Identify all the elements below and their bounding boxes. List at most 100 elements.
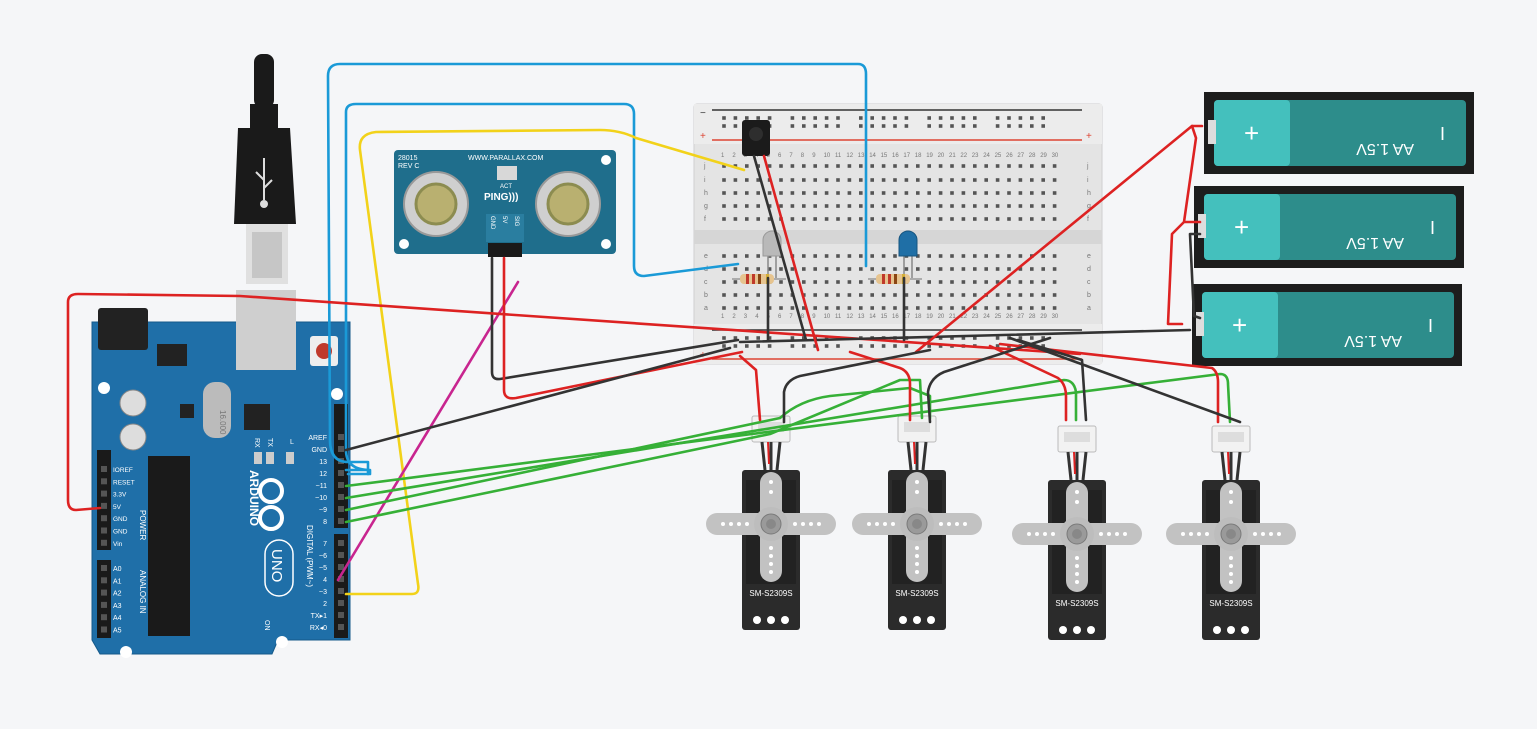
usb-icon[interactable] <box>234 54 296 284</box>
rail-hole[interactable] <box>1030 336 1034 340</box>
breadboard-hole[interactable] <box>1052 164 1057 168</box>
breadboard-hole[interactable] <box>984 191 988 195</box>
breadboard-hole[interactable] <box>745 191 749 195</box>
breadboard-hole[interactable] <box>881 191 886 195</box>
breadboard-hole[interactable] <box>870 191 874 195</box>
rail-hole[interactable] <box>870 116 874 120</box>
breadboard-hole[interactable] <box>1052 217 1057 221</box>
breadboard-hole[interactable] <box>916 267 920 271</box>
breadboard-hole[interactable] <box>1018 178 1023 182</box>
header-pin[interactable] <box>101 601 107 608</box>
breadboard-hole[interactable] <box>927 293 931 297</box>
rail-hole[interactable] <box>961 124 966 128</box>
led-blue[interactable] <box>898 230 918 278</box>
rail-hole[interactable] <box>904 344 909 348</box>
breadboard-hole[interactable] <box>813 280 817 284</box>
breadboard-hole[interactable] <box>916 306 920 310</box>
rail-hole[interactable] <box>745 344 749 348</box>
breadboard-hole[interactable] <box>745 178 749 182</box>
breadboard-hole[interactable] <box>824 178 829 182</box>
breadboard-hole[interactable] <box>881 254 886 258</box>
rail-hole[interactable] <box>859 124 863 128</box>
rail-hole[interactable] <box>802 336 806 340</box>
resistor-2[interactable] <box>868 274 922 284</box>
breadboard-hole[interactable] <box>1052 191 1057 195</box>
rail-hole[interactable] <box>824 124 829 128</box>
breadboard-hole[interactable] <box>1052 267 1057 271</box>
breadboard-hole[interactable] <box>1030 191 1034 195</box>
breadboard-hole[interactable] <box>756 204 760 208</box>
header-pin[interactable] <box>101 490 107 497</box>
breadboard-hole[interactable] <box>733 204 738 208</box>
breadboard-hole[interactable] <box>813 164 817 168</box>
rail-hole[interactable] <box>722 116 726 120</box>
rail-hole[interactable] <box>995 124 1000 128</box>
breadboard-hole[interactable] <box>802 267 806 271</box>
rail-hole[interactable] <box>1041 116 1045 120</box>
ping-ultrasonic-sensor[interactable]: 28015 REV C WWW.PARALLAX.COM PING))) ACT… <box>394 150 616 257</box>
breadboard-hole[interactable] <box>733 178 738 182</box>
header-pin[interactable] <box>101 466 107 472</box>
header-pin[interactable] <box>338 588 344 594</box>
breadboard-hole[interactable] <box>984 178 988 182</box>
breadboard-hole[interactable] <box>1007 254 1011 258</box>
breadboard-hole[interactable] <box>1018 254 1023 258</box>
breadboard-hole[interactable] <box>824 254 829 258</box>
wires[interactable] <box>66 62 1242 596</box>
breadboard-hole[interactable] <box>938 191 943 195</box>
rail-hole[interactable] <box>950 336 954 340</box>
breadboard-hole[interactable] <box>790 164 795 168</box>
breadboard-hole[interactable] <box>745 306 749 310</box>
arduino-uno-board[interactable]: 16.000 ARDUINO UNO DIGITAL (PWM~) POWER … <box>91 290 351 658</box>
rail-hole[interactable] <box>973 116 977 120</box>
breadboard-hole[interactable] <box>950 164 954 168</box>
breadboard-hole[interactable] <box>722 280 726 284</box>
breadboard-hole[interactable] <box>859 204 863 208</box>
rail-hole[interactable] <box>824 344 829 348</box>
breadboard-hole[interactable] <box>756 191 760 195</box>
rail-hole[interactable] <box>1041 344 1045 348</box>
breadboard-hole[interactable] <box>1018 191 1023 195</box>
breadboard-hole[interactable] <box>1030 164 1034 168</box>
breadboard-hole[interactable] <box>756 217 760 221</box>
rail-hole[interactable] <box>1007 124 1011 128</box>
breadboard-hole[interactable] <box>984 217 988 221</box>
breadboard-hole[interactable] <box>961 204 966 208</box>
breadboard-hole[interactable] <box>961 254 966 258</box>
breadboard-hole[interactable] <box>859 191 863 195</box>
breadboard-hole[interactable] <box>904 217 909 221</box>
breadboard-hole[interactable] <box>802 164 806 168</box>
breadboard-hole[interactable] <box>916 217 920 221</box>
breadboard-hole[interactable] <box>847 267 852 271</box>
rail-hole[interactable] <box>995 344 1000 348</box>
rail-hole[interactable] <box>927 124 931 128</box>
breadboard-hole[interactable] <box>870 178 874 182</box>
breadboard-hole[interactable] <box>961 267 966 271</box>
rail-hole[interactable] <box>802 344 806 348</box>
breadboard-hole[interactable] <box>1052 280 1057 284</box>
breadboard-hole[interactable] <box>1052 293 1057 297</box>
rail-hole[interactable] <box>881 344 886 348</box>
rail-hole[interactable] <box>767 344 772 348</box>
breadboard-hole[interactable] <box>779 267 783 271</box>
breadboard-hole[interactable] <box>745 293 749 297</box>
breadboard-hole[interactable] <box>802 191 806 195</box>
breadboard-hole[interactable] <box>767 217 772 221</box>
breadboard-hole[interactable] <box>790 178 795 182</box>
breadboard-hole[interactable] <box>722 267 726 271</box>
breadboard-hole[interactable] <box>938 267 943 271</box>
rail-hole[interactable] <box>904 124 909 128</box>
header-pin[interactable] <box>338 576 344 582</box>
breadboard-hole[interactable] <box>995 293 1000 297</box>
rail-hole[interactable] <box>824 336 829 340</box>
breadboard-hole[interactable] <box>938 293 943 297</box>
breadboard-hole[interactable] <box>802 217 806 221</box>
breadboard-hole[interactable] <box>836 217 840 221</box>
breadboard-hole[interactable] <box>802 204 806 208</box>
breadboard-hole[interactable] <box>1007 164 1011 168</box>
breadboard-hole[interactable] <box>1007 178 1011 182</box>
breadboard-hole[interactable] <box>961 293 966 297</box>
breadboard-hole[interactable] <box>881 293 886 297</box>
breadboard-hole[interactable] <box>767 306 772 310</box>
breadboard-hole[interactable] <box>1030 267 1034 271</box>
